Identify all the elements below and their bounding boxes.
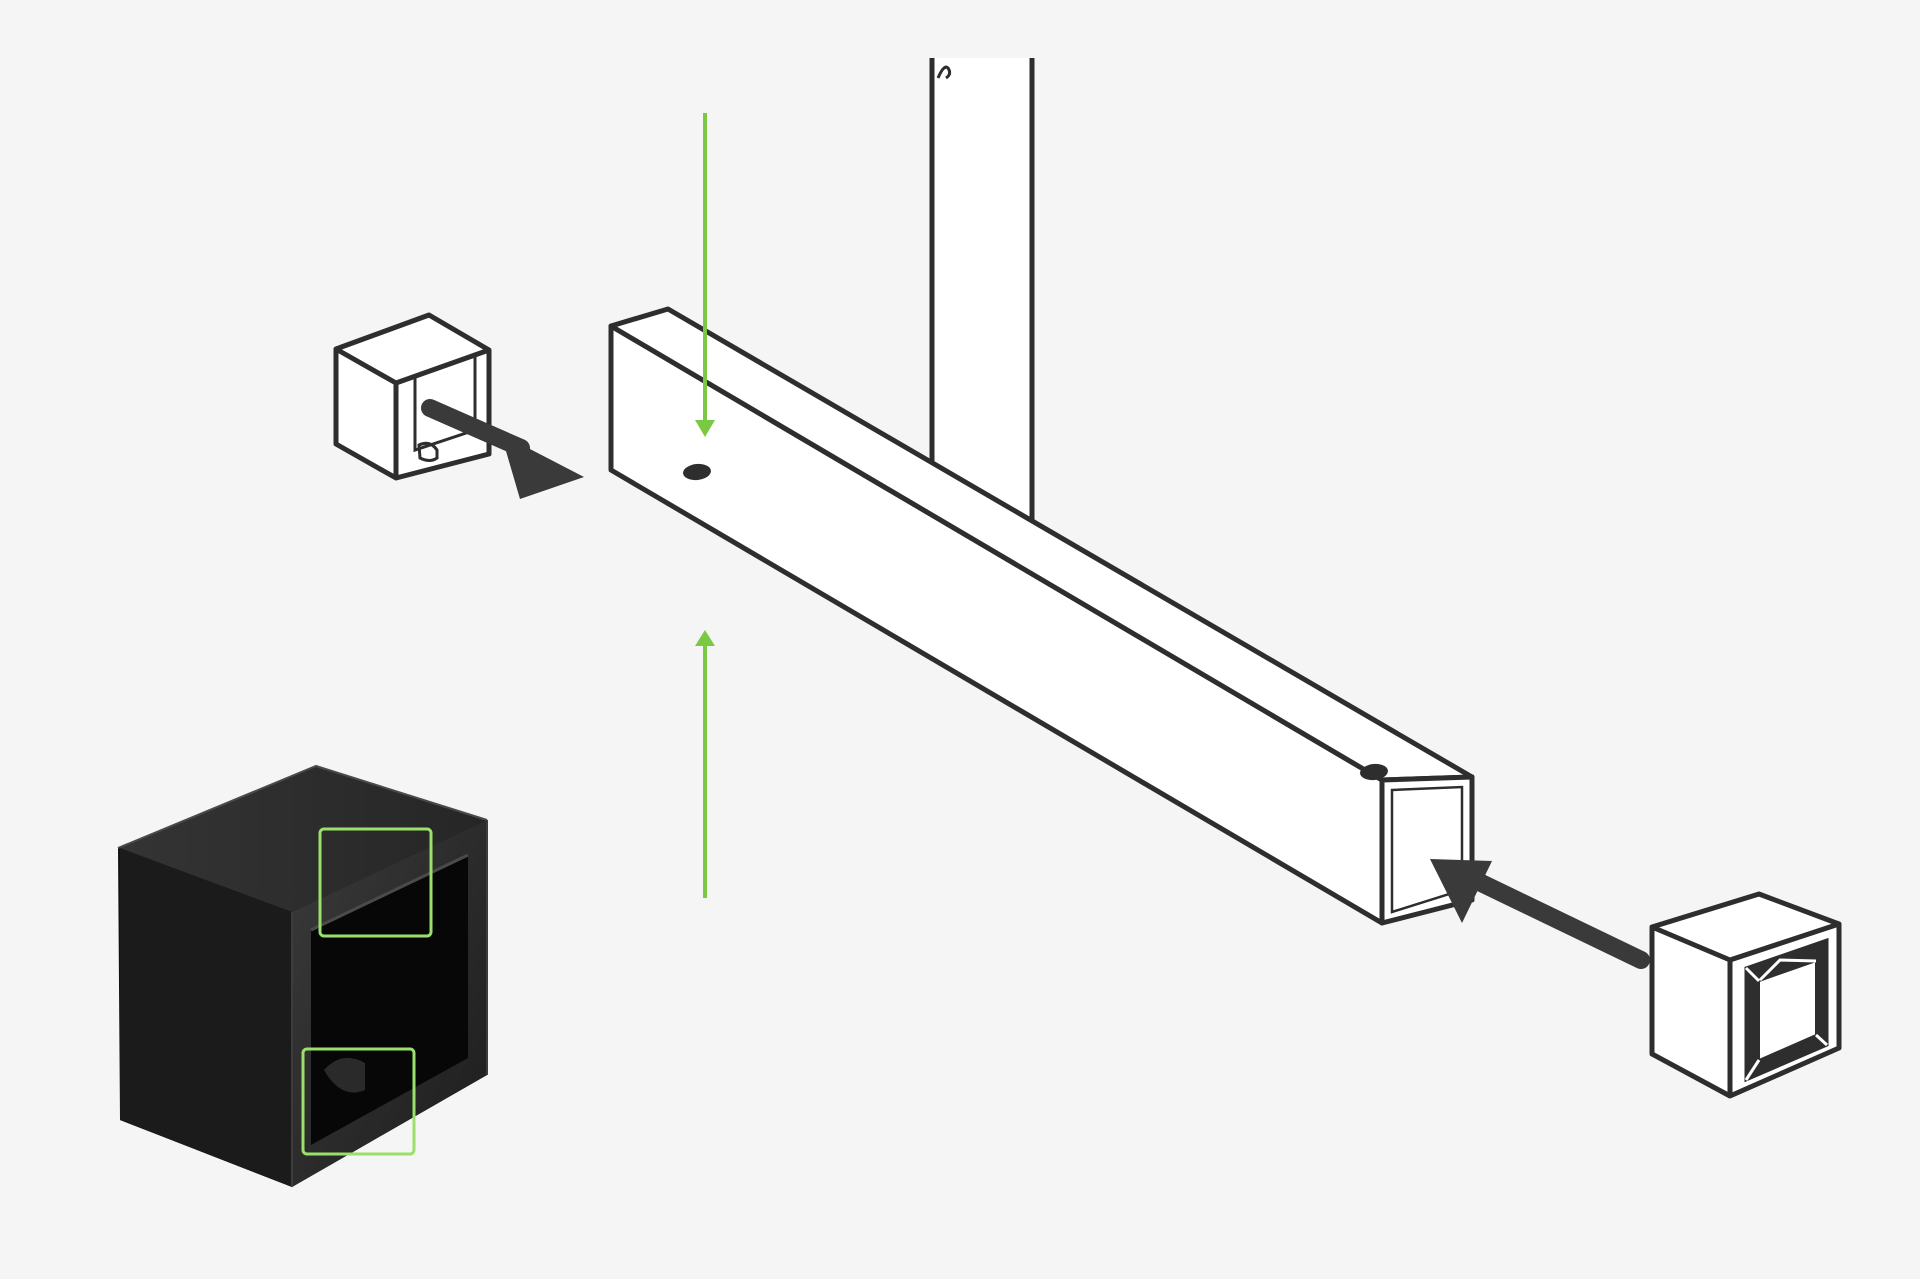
insertion-arrows xyxy=(421,399,1650,969)
arrow-up-icon xyxy=(695,630,715,898)
end-cap-detail-photo xyxy=(117,764,488,1187)
focus-box-icon xyxy=(318,827,433,938)
focus-box-icon xyxy=(301,1047,416,1156)
right-end-cap xyxy=(1649,891,1842,1099)
detail-highlight-boxes xyxy=(301,827,433,1156)
arrow-down-icon xyxy=(695,113,715,437)
green-guide-arrows xyxy=(695,113,715,898)
horizontal-square-tube xyxy=(608,306,1475,926)
left-insert-arrow xyxy=(421,399,584,499)
right-insert-arrow xyxy=(1430,859,1650,969)
left-end-cap xyxy=(333,312,492,481)
